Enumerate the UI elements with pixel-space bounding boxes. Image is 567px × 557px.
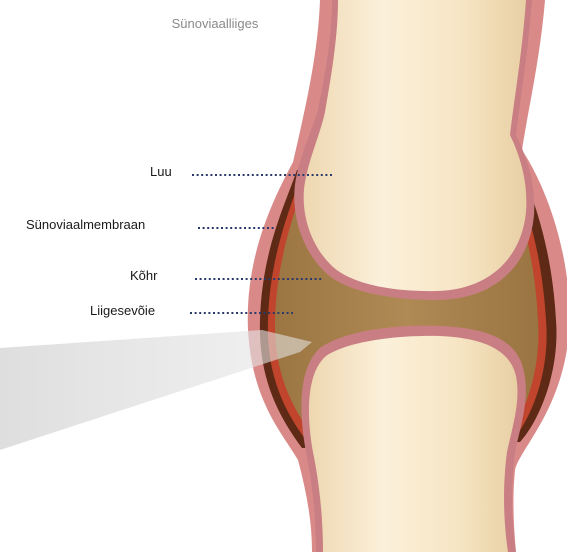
upper-bone [304, 0, 527, 291]
label-synovial-fluid: Liigesevõie [90, 303, 155, 318]
label-synovial-membrane: Sünoviaalmembraan [26, 217, 145, 232]
diagram-title: Sünoviaalliiges [150, 16, 280, 31]
label-bone: Luu [150, 164, 172, 179]
label-cartilage: Kõhr [130, 268, 157, 283]
lower-bone [309, 336, 518, 552]
